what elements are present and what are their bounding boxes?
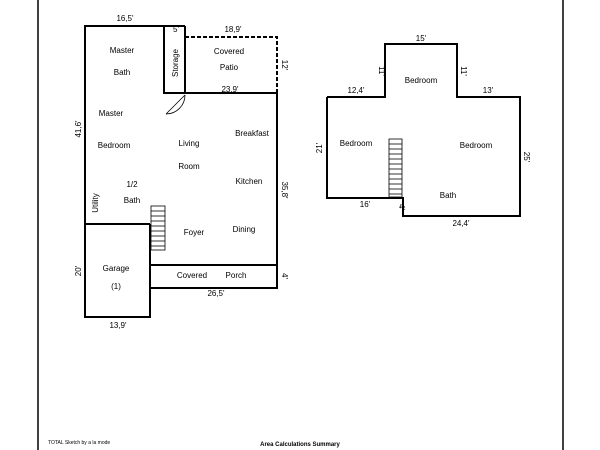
bedroom-label: Bedroom [340, 139, 373, 148]
dining-label: Dining [233, 225, 256, 234]
garage-label: Garage [103, 264, 130, 273]
dimension-label: 13,9' [109, 321, 127, 330]
dimension-label: 12' [280, 60, 289, 71]
master-bedroom-label: Bedroom [98, 141, 131, 150]
dimension-label: 16' [360, 200, 371, 209]
half-bath-label: Bath [124, 196, 140, 205]
garage-label: (1) [111, 282, 121, 291]
area-summary-title: Area Calculations Summary [260, 442, 340, 448]
main-stairs [150, 205, 166, 251]
dimension-label: 4' [280, 273, 289, 279]
door-swing [165, 94, 186, 115]
dimension-label: 4' [397, 204, 406, 210]
covered-patio-outline [184, 36, 278, 94]
dimension-label: 24,4' [452, 219, 470, 228]
dimension-label: 23,9' [221, 85, 239, 94]
dimension-label: 21' [315, 142, 324, 153]
dimension-label: 11' [459, 66, 468, 76]
dimension-label: 20' [74, 265, 83, 276]
half-bath-label: 1/2 [126, 180, 138, 189]
foyer-label: Foyer [184, 228, 205, 237]
dimension-label: 41,6' [74, 120, 83, 138]
dimension-label: 35,8' [280, 181, 289, 199]
dimension-label: 5' [173, 25, 179, 34]
bedroom-label: Bedroom [405, 76, 438, 85]
covered-porch-label: Porch [226, 271, 247, 280]
sketch-credit: TOTAL Sketch by a la mode [48, 440, 110, 446]
breakfast-label: Breakfast [235, 129, 270, 138]
dimension-label: 26,5' [207, 289, 225, 298]
dimension-label: 25' [522, 152, 531, 163]
dimension-label: 15' [416, 34, 427, 43]
dimension-label: 18,9' [224, 25, 242, 34]
master-bath-label: Master [110, 46, 135, 55]
dimension-label: 13' [483, 86, 494, 95]
bath-label: Bath [440, 191, 456, 200]
bedroom-label: Bedroom [460, 141, 493, 150]
master-bedroom-label: Master [99, 109, 124, 118]
covered-patio-label: Covered [214, 47, 244, 56]
page-frame [37, 0, 564, 450]
dimension-label: 11' [377, 66, 386, 76]
living-room-label: Room [178, 162, 200, 171]
storage-label: Storage [171, 48, 180, 77]
master-bath-label: Bath [114, 68, 130, 77]
upper-stairs [388, 138, 403, 198]
utility-label: Utility [91, 193, 100, 213]
upper-floor-walls [326, 43, 521, 217]
covered-porch-label: Covered [177, 271, 207, 280]
living-room-label: Living [179, 139, 200, 148]
dimension-label: 16,5' [116, 14, 134, 23]
covered-patio-label: Patio [220, 63, 239, 72]
dimension-label: 12,4' [347, 86, 365, 95]
kitchen-label: Kitchen [236, 177, 263, 186]
